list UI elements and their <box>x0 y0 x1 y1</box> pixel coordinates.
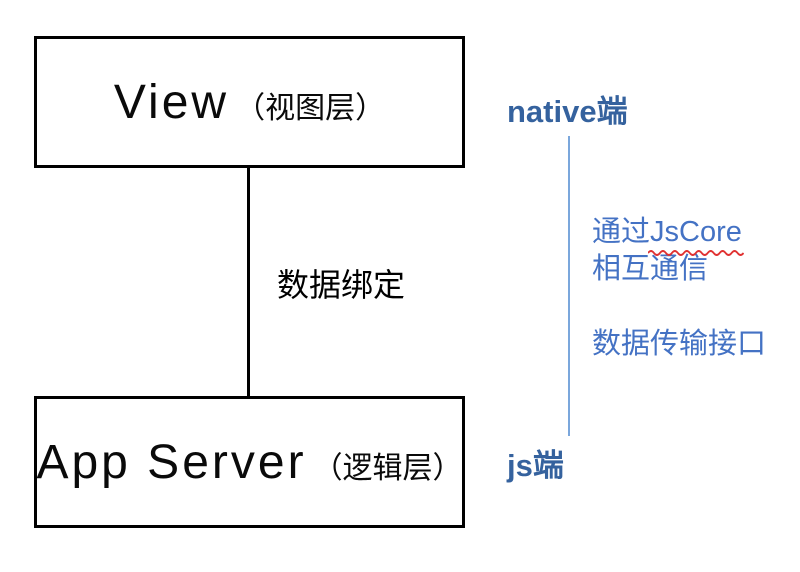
data-binding-label: 数据绑定 <box>277 267 406 303</box>
native-js-bridge-line <box>568 136 570 436</box>
jscore-note-line1-prefix: 通过 <box>592 216 651 248</box>
jscore-note-line1: 通过JsCore <box>592 214 744 256</box>
data-transfer-note: 数据传输接口 <box>592 328 767 360</box>
js-side-label: js端 <box>507 448 564 483</box>
jscore-note-line2: 相互通信 <box>592 253 709 285</box>
jscore-word: JsCore <box>648 214 744 256</box>
view-layer-title-zh: （视图层） <box>235 91 386 125</box>
app-server-box: App Server（逻辑层） <box>34 396 465 528</box>
view-layer-title: View（视图层） <box>114 75 385 130</box>
view-layer-title-en: View <box>113 75 230 129</box>
app-server-title-en: App Server <box>36 435 307 489</box>
jscore-note: 通过JsCore 相互通信 <box>592 214 744 288</box>
data-binding-connector-line <box>247 168 250 396</box>
app-server-title: App Server（逻辑层） <box>36 435 462 490</box>
view-layer-box: View（视图层） <box>34 36 465 168</box>
native-side-label: native端 <box>507 94 628 129</box>
app-server-title-zh: （逻辑层） <box>312 451 463 485</box>
